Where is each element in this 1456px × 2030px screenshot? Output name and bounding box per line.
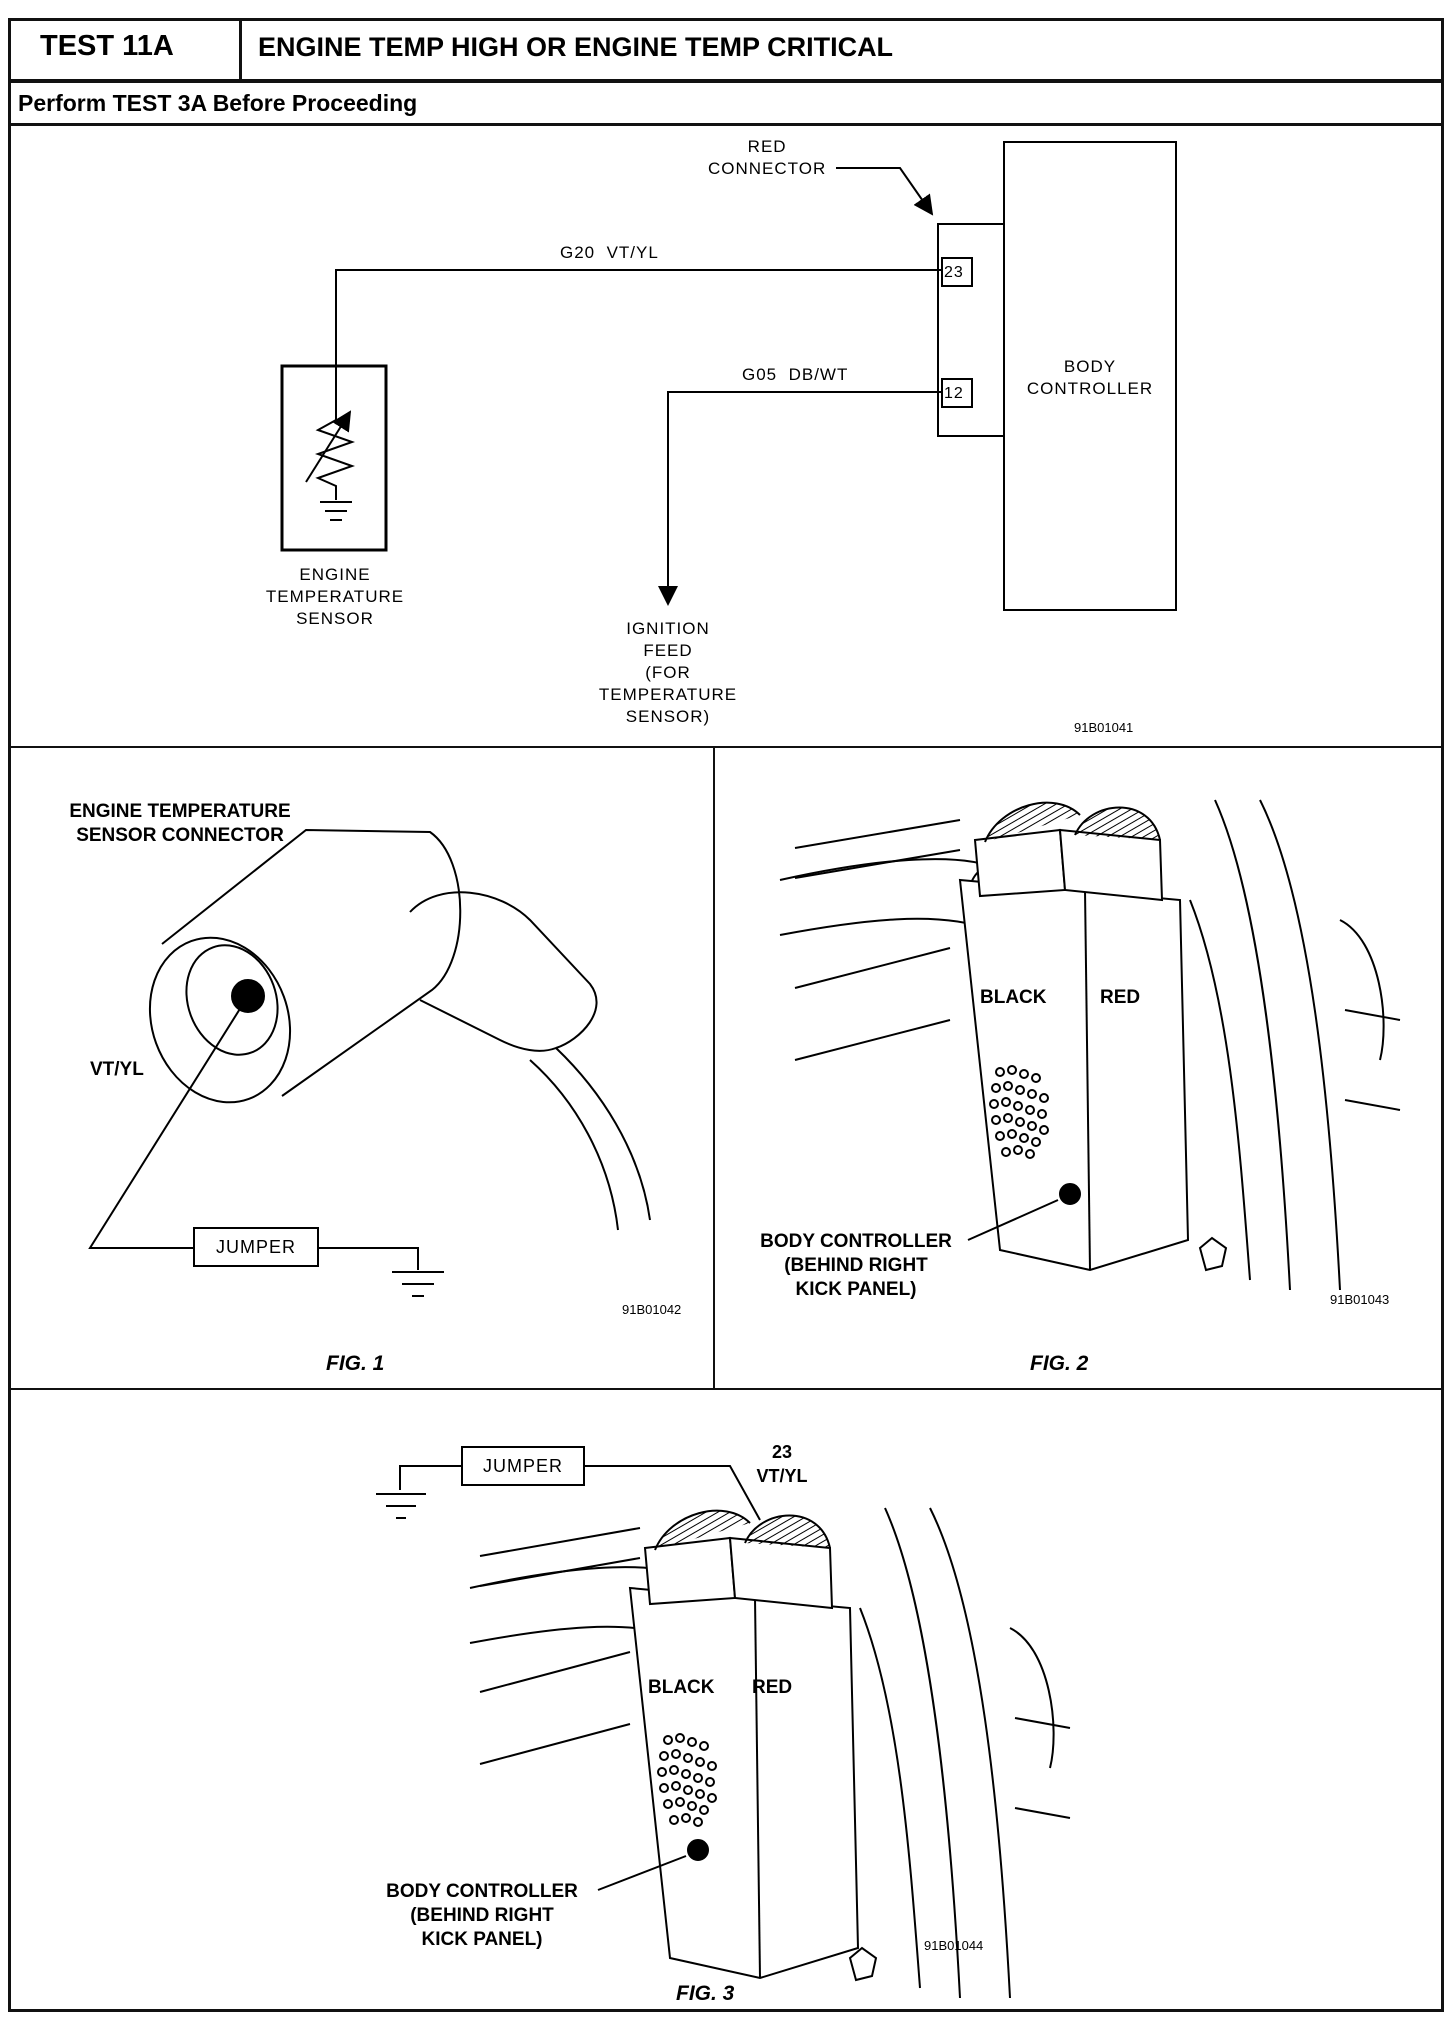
red-connector-arrow bbox=[836, 167, 934, 216]
fig3-caption: FIG. 3 bbox=[676, 1982, 735, 2005]
controller-locator-dot-fig3 bbox=[687, 1839, 709, 1861]
thermistor-arrow bbox=[305, 410, 352, 483]
vent-holes-fig3 bbox=[657, 1733, 717, 1827]
dash-rail-fig3 bbox=[479, 1527, 641, 1765]
test-id: TEST 11A bbox=[40, 30, 174, 62]
mount-bolt-fig2 bbox=[1198, 1236, 1228, 1272]
wire-bundle-red-fig3 bbox=[744, 1514, 831, 1549]
fig3-panel bbox=[8, 1388, 1444, 2012]
ground-symbol-fig3 bbox=[376, 1493, 426, 1519]
locator-leader-fig2 bbox=[967, 1199, 1059, 1241]
ground-symbol-fig1 bbox=[392, 1271, 444, 1297]
wire-bundle-black-fig2 bbox=[984, 801, 1081, 843]
wire-g05 bbox=[658, 391, 942, 606]
fig1-title: ENGINE TEMPERATURE SENSOR CONNECTOR bbox=[69, 801, 291, 846]
fig3-red-label: RED bbox=[752, 1677, 793, 1698]
fig2-red-label: RED bbox=[1100, 987, 1141, 1008]
fig1-caption: FIG. 1 bbox=[326, 1352, 385, 1375]
wire-g20-label: G20 VT/YL bbox=[560, 243, 659, 262]
fig2-controller-label: BODY CONTROLLER (BEHIND RIGHT KICK PANEL… bbox=[760, 1231, 952, 1300]
ignition-feed-label: IGNITION FEED (FOR TEMPERATURE SENSOR) bbox=[598, 619, 738, 726]
kick-panel-vent-fig2 bbox=[1339, 919, 1401, 1111]
fig1-ref-code: 91B01042 bbox=[622, 1302, 682, 1317]
wire-g05-label: G05 DB/WT bbox=[742, 365, 849, 384]
prerequisite-text: Perform TEST 3A Before Proceeding bbox=[18, 90, 418, 116]
pin-23-box bbox=[941, 257, 973, 287]
fig3-drawing bbox=[376, 1446, 1071, 1999]
locator-leader-fig3 bbox=[597, 1855, 687, 1891]
fig2-caption: FIG. 2 bbox=[1030, 1352, 1089, 1375]
connector-red-fig2 bbox=[1058, 828, 1164, 902]
connector-barrel bbox=[161, 828, 462, 1097]
jumper-box-fig3 bbox=[461, 1446, 585, 1486]
fig3-pin-label: 23 VT/YL bbox=[756, 1442, 808, 1486]
fig1-wire-label: VT/YL bbox=[90, 1059, 144, 1080]
controller-locator-dot-fig2 bbox=[1059, 1183, 1081, 1205]
jumper-box-fig1 bbox=[193, 1227, 319, 1267]
page-title: ENGINE TEMP HIGH OR ENGINE TEMP CRITICAL bbox=[258, 32, 894, 62]
controller-body-fig2 bbox=[958, 878, 1190, 1272]
pin-12-label: 12 bbox=[944, 385, 964, 402]
connector-face-inner bbox=[185, 944, 279, 1056]
thermistor-symbol bbox=[314, 408, 356, 500]
connector-face-outer bbox=[148, 936, 292, 1104]
fig2-ref-code: 91B01043 bbox=[1330, 1292, 1390, 1307]
fig3-ref-code: 91B01044 bbox=[924, 1938, 984, 1953]
red-connector-label: RED CONNECTOR bbox=[708, 137, 827, 178]
connector-cable bbox=[529, 1047, 651, 1231]
connector-red-fig3 bbox=[728, 1536, 834, 1610]
red-connector-shell bbox=[937, 223, 1005, 437]
fig3-black-label: BLACK bbox=[648, 1677, 715, 1698]
side-bracket-fig3 bbox=[859, 1507, 1011, 1999]
side-bracket-fig2 bbox=[1189, 799, 1341, 1291]
fig2-black-label: BLACK bbox=[980, 987, 1047, 1008]
body-controller-label: BODY CONTROLLER bbox=[1026, 357, 1154, 398]
connector-boot bbox=[409, 891, 598, 1052]
temperature-sensor-box bbox=[280, 364, 388, 552]
fig1-drawing bbox=[88, 828, 651, 1297]
controller-body-fig3 bbox=[628, 1586, 860, 1980]
wire-bundle-black-fig3 bbox=[654, 1509, 751, 1551]
fig3-controller-label: BODY CONTROLLER (BEHIND RIGHT KICK PANEL… bbox=[386, 1881, 578, 1950]
controller-seam-fig2 bbox=[1084, 889, 1091, 1271]
mount-bolt-fig3 bbox=[848, 1946, 878, 1982]
wire-bundle-red-fig2 bbox=[1074, 806, 1161, 841]
fig3-jumper-label: JUMPER bbox=[482, 1456, 563, 1476]
jumper-wire-fig1 bbox=[88, 995, 419, 1270]
sensor-ground-symbol bbox=[320, 501, 352, 521]
schematic-ref-code: 91B01041 bbox=[1074, 720, 1134, 735]
controller-seam-fig3 bbox=[754, 1597, 761, 1979]
temperature-sensor-label: ENGINE TEMPERATURE SENSOR bbox=[265, 565, 405, 628]
ground-lead-fig3 bbox=[399, 1465, 761, 1521]
fig2-drawing bbox=[779, 799, 1401, 1291]
schematic-drawing bbox=[280, 141, 1177, 611]
wire-g20 bbox=[335, 269, 942, 408]
vent-holes-fig2 bbox=[989, 1065, 1049, 1159]
dash-rail-fig2 bbox=[794, 819, 961, 1061]
kick-panel-vent-fig3 bbox=[1009, 1627, 1071, 1819]
fig1-jumper-label: JUMPER bbox=[215, 1237, 296, 1257]
pin-23-label: 23 bbox=[944, 264, 964, 281]
